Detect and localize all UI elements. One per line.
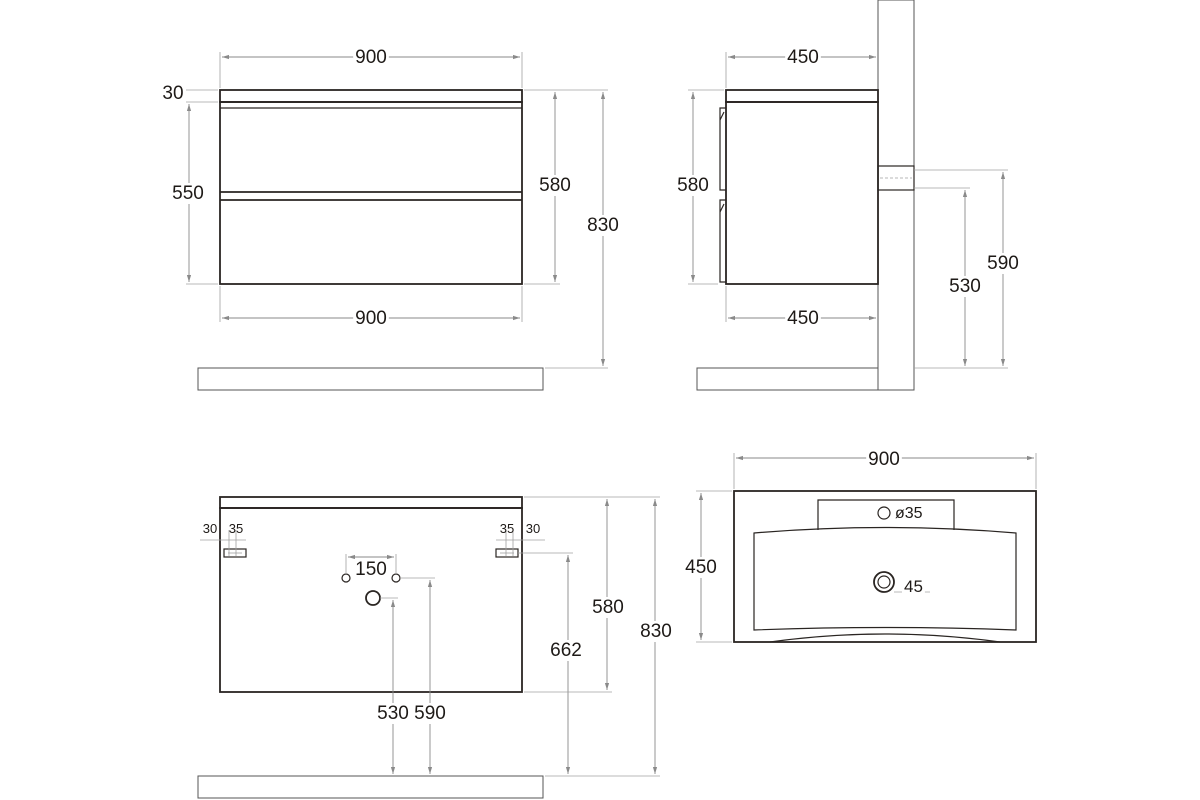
- rear-total-height-label: 830: [640, 621, 672, 642]
- side-top-depth-label: 450: [787, 47, 819, 68]
- label-backing: [902, 577, 925, 596]
- label-backing: [160, 83, 186, 104]
- top-depth-label: 450: [685, 557, 717, 578]
- label-backing: [785, 47, 821, 68]
- top-width-label: 900: [868, 449, 900, 470]
- label-backing: [985, 253, 1021, 274]
- tap-deck: [817, 499, 955, 530]
- label-backing: [537, 175, 573, 196]
- tap-hole-circle: [877, 506, 891, 520]
- floor-hatch: [197, 367, 544, 391]
- wall-hatch: [877, 0, 915, 391]
- drawer-front-profile-lower: [719, 199, 726, 283]
- rear-left-offset-b-label: 35: [229, 521, 243, 536]
- supply-hole-left: [341, 573, 351, 583]
- rear-bracket-height-label: 662: [550, 640, 582, 661]
- label-backing: [353, 308, 389, 329]
- side-cabinet-height-label: 580: [677, 175, 709, 196]
- wall-bracket: [877, 165, 915, 191]
- label-backing: [585, 215, 621, 236]
- drain-circle-outer: [873, 571, 895, 593]
- label-backing: [683, 557, 719, 578]
- side-floor-hatch: [696, 367, 879, 391]
- drain-hole: [365, 590, 381, 606]
- side-mount-lower-label: 530: [949, 276, 981, 297]
- countertop: [219, 89, 523, 103]
- front-top-width-label: 900: [355, 47, 387, 68]
- tap-hole-label: ø35: [895, 505, 923, 522]
- side-mount-upper-label: 590: [987, 253, 1019, 274]
- front-top-thickness-label: 30: [162, 83, 183, 104]
- label-backing: [785, 308, 821, 329]
- front-view: 900 30 550 580 830 900: [160, 47, 621, 391]
- supply-hole-right: [391, 573, 401, 583]
- front-total-height-label: 830: [587, 215, 619, 236]
- rear-right-offset-a-label: 35: [500, 521, 514, 536]
- label-backing: [548, 640, 584, 661]
- rear-pipe-spacing-label: 150: [355, 559, 387, 580]
- front-drawer-height-label: 550: [172, 183, 204, 204]
- front-cabinet-height-label: 580: [539, 175, 571, 196]
- label-backing: [170, 183, 206, 204]
- rear-view: 30 35 35 30 150 530 590 662 580 830: [197, 496, 674, 799]
- drain-circle-inner: [877, 575, 891, 589]
- label-backing: [353, 47, 389, 68]
- top-view: ø35 45 900 450: [683, 449, 1037, 643]
- side-countertop: [725, 89, 879, 103]
- rear-supply-height-label: 590: [414, 703, 446, 724]
- label-backing: [353, 559, 389, 580]
- rear-floor-hatch: [197, 775, 544, 799]
- side-bottom-depth-label: 450: [787, 308, 819, 329]
- rear-cabinet-height-label: 580: [592, 597, 624, 618]
- rear-right-offset-b-label: 30: [526, 521, 540, 536]
- label-backing: [866, 449, 902, 470]
- left-bracket: [223, 548, 247, 558]
- label-backing: [412, 703, 448, 724]
- label-backing: [675, 175, 711, 196]
- label-backing: [638, 621, 674, 642]
- rear-cabinet-body: [219, 507, 523, 693]
- rear-countertop: [219, 496, 523, 509]
- label-backing: [590, 597, 626, 618]
- basin-bowl: [753, 526, 1017, 631]
- side-cabinet-body: [725, 101, 879, 285]
- label-backing: [375, 703, 411, 724]
- rear-left-offset-a-label: 30: [203, 521, 217, 536]
- basin-outline: [733, 490, 1037, 643]
- cabinet-body: [219, 101, 523, 285]
- drain-hole-label: 45: [904, 577, 923, 596]
- label-backing: [947, 276, 983, 297]
- front-bottom-width-label: 900: [355, 308, 387, 329]
- side-view: 450 580 450 590 530: [675, 0, 1021, 391]
- rear-drain-height-label: 530: [377, 703, 409, 724]
- drawer-front-profile-upper: [719, 107, 726, 191]
